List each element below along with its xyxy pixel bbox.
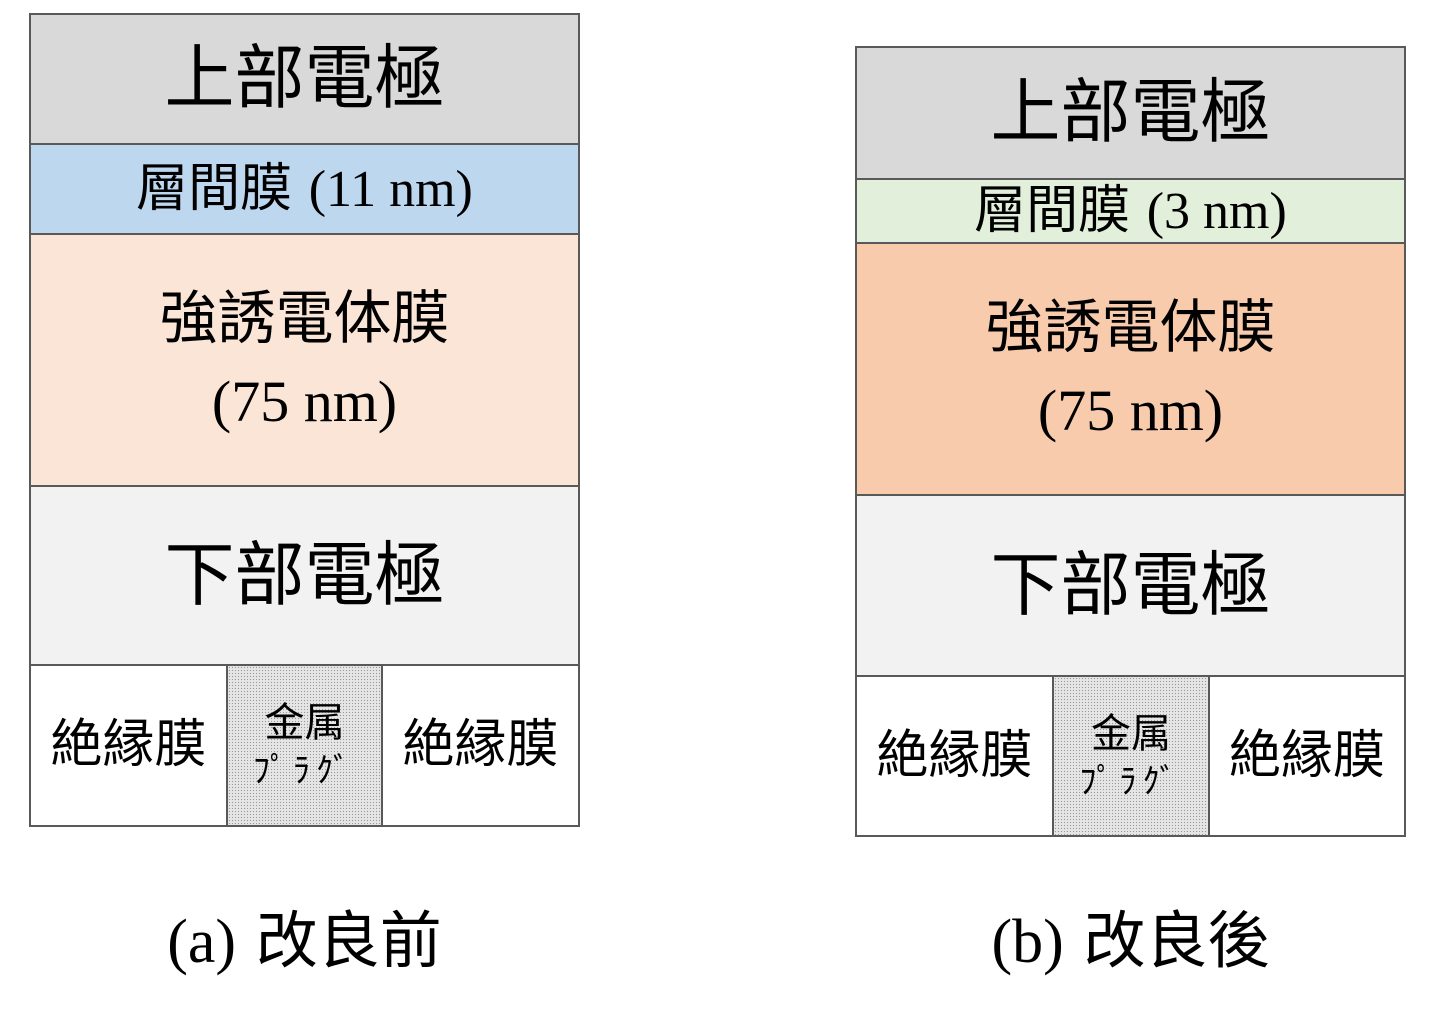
plug-kana-label: ﾌﾟﾗｸﾞ bbox=[1079, 761, 1183, 802]
bottom-electrode-layer: 下部電極 bbox=[29, 485, 580, 666]
insulator-right-label: 絶縁膜 bbox=[1228, 725, 1385, 786]
interlayer-label: 層間膜 (3 nm) bbox=[974, 179, 1287, 244]
insulator-right-cell: 絶縁膜 bbox=[381, 664, 580, 827]
caption-after: (b) 改良後 bbox=[855, 890, 1406, 980]
caption-text: 改良前 bbox=[255, 904, 442, 977]
metal-plug-cell: 金属 ﾌﾟﾗｸﾞ bbox=[226, 664, 383, 827]
caption-text: 改良後 bbox=[1083, 904, 1270, 977]
top-electrode-layer: 上部電極 bbox=[29, 13, 580, 145]
caption-label: (a) bbox=[167, 908, 237, 976]
interlayer-name: 層間膜 bbox=[136, 158, 293, 219]
plug-kana-label: ﾌﾟﾗｸﾞ bbox=[253, 751, 356, 792]
ferroelectric-thickness: (75 nm) bbox=[211, 369, 398, 434]
insulator-left-cell: 絶縁膜 bbox=[855, 675, 1054, 837]
interlayer-label: 層間膜 (11 nm) bbox=[136, 157, 473, 222]
ferroelectric-name: 強誘電体膜 bbox=[159, 283, 450, 352]
insulator-right-cell: 絶縁膜 bbox=[1208, 675, 1406, 837]
interlayer-film-layer: 層間膜 (3 nm) bbox=[855, 178, 1406, 244]
insulator-left-label: 絶縁膜 bbox=[50, 715, 207, 775]
interlayer-name: 層間膜 bbox=[974, 180, 1131, 241]
metal-plug-label: 金属 bbox=[264, 700, 345, 747]
insulator-right-label: 絶縁膜 bbox=[402, 715, 559, 775]
bottom-electrode-label: 下部電極 bbox=[164, 533, 445, 616]
interlayer-thickness: (11 nm) bbox=[308, 160, 473, 218]
insulator-left-cell: 絶縁膜 bbox=[29, 664, 228, 827]
ferroelectric-thickness: (75 nm) bbox=[1037, 378, 1224, 443]
metal-plug-label: 金属 bbox=[1091, 710, 1171, 757]
ferroelectric-film-layer: 強誘電体膜 (75 nm) bbox=[855, 242, 1406, 496]
top-electrode-layer: 上部電極 bbox=[855, 46, 1406, 180]
top-electrode-label: 上部電極 bbox=[990, 71, 1271, 154]
metal-plug-cell: 金属 ﾌﾟﾗｸﾞ bbox=[1052, 675, 1210, 837]
top-electrode-label: 上部電極 bbox=[164, 37, 445, 120]
interlayer-film-layer: 層間膜 (11 nm) bbox=[29, 143, 580, 235]
bottom-electrode-layer: 下部電極 bbox=[855, 494, 1406, 677]
bottom-electrode-label: 下部電極 bbox=[990, 543, 1271, 626]
ferroelectric-name: 強誘電体膜 bbox=[985, 292, 1276, 361]
insulator-left-label: 絶縁膜 bbox=[876, 725, 1033, 786]
interlayer-thickness: (3 nm) bbox=[1146, 182, 1287, 240]
ferroelectric-film-layer: 強誘電体膜 (75 nm) bbox=[29, 233, 580, 487]
caption-label: (b) bbox=[991, 908, 1064, 976]
caption-before: (a) 改良前 bbox=[29, 890, 580, 980]
